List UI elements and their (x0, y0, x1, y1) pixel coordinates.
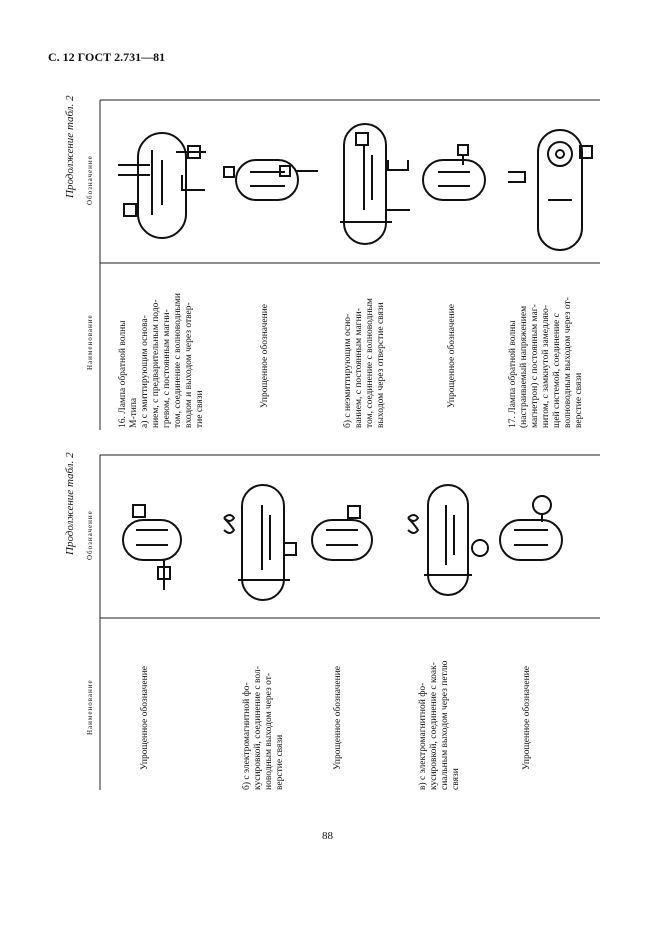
bwo-m-type-b-simplified-symbol (422, 144, 486, 201)
voltage-tuned-magnetron-symbol (508, 129, 593, 251)
bwo-electromagnetic-coaxial-loop-symbol (407, 484, 489, 596)
bwo-electromagnetic-simplified-symbol (311, 505, 373, 561)
bwo-electromagnetic-focus-waveguide-symbol (223, 484, 297, 601)
bwo-m-type-symbol-b (340, 123, 410, 245)
page-header: С. 12 ГОСТ 2.731—81 (48, 50, 166, 64)
bwo-o-type-simplified-symbol (122, 504, 182, 590)
page-number: 88 (322, 830, 333, 842)
bwo-coaxial-simplified-symbol (499, 495, 563, 561)
bwo-m-type-simplified-symbol (223, 159, 318, 201)
bwo-m-type-symbol-a (118, 132, 206, 239)
